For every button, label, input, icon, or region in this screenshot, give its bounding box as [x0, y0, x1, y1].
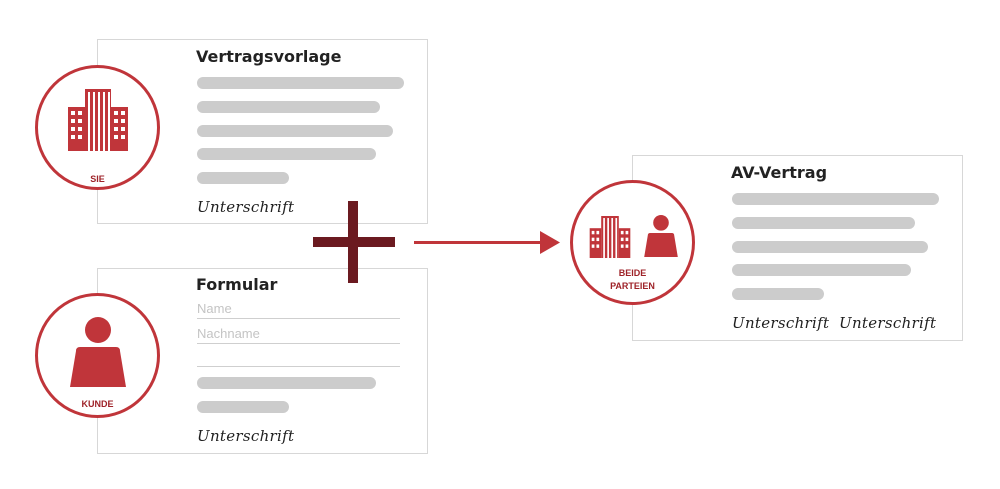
customer-badge: KUNDE [35, 293, 160, 418]
building-icon [589, 216, 631, 258]
surname-field-line [197, 343, 400, 344]
both-parties-badge: BEIDE PARTEIEN [570, 180, 695, 305]
arrow-right-icon [414, 231, 560, 254]
name-field-line [197, 318, 400, 319]
both-parties-label-line1: BEIDE [618, 268, 647, 278]
text-placeholder-bar [197, 77, 404, 89]
template-title: Vertragsvorlage [196, 47, 342, 66]
template-card: Vertragsvorlage Unterschrift [97, 39, 428, 224]
both-parties-label-line2: PARTEIEN [610, 281, 655, 291]
empty-field-line [197, 366, 400, 367]
building-icon [68, 89, 128, 151]
contract-card: AV-Vertrag Unterschrift Unterschrift [632, 155, 963, 341]
contract-title: AV-Vertrag [731, 163, 828, 182]
template-signature: Unterschrift [197, 198, 295, 216]
text-placeholder-bar [732, 264, 911, 276]
text-placeholder-bar [732, 288, 824, 300]
form-title: Formular [196, 275, 278, 294]
person-icon [644, 215, 678, 257]
name-field-placeholder: Name [197, 301, 232, 316]
customer-badge-label: KUNDE [81, 399, 114, 409]
text-placeholder-bar [197, 101, 380, 113]
plus-icon [313, 201, 395, 283]
person-icon [70, 317, 126, 387]
text-placeholder-bar [732, 241, 928, 253]
company-badge-label: SIE [90, 174, 105, 184]
text-placeholder-bar [732, 217, 915, 229]
text-placeholder-bar [197, 125, 393, 137]
company-badge: SIE [35, 65, 160, 190]
surname-field-placeholder: Nachname [197, 326, 260, 341]
text-placeholder-bar [197, 401, 289, 413]
text-placeholder-bar [197, 377, 376, 389]
contract-signature-right: Unterschrift [839, 314, 937, 332]
form-signature: Unterschrift [197, 427, 295, 445]
text-placeholder-bar [197, 148, 376, 160]
contract-signature-left: Unterschrift [732, 314, 830, 332]
text-placeholder-bar [732, 193, 939, 205]
text-placeholder-bar [197, 172, 289, 184]
